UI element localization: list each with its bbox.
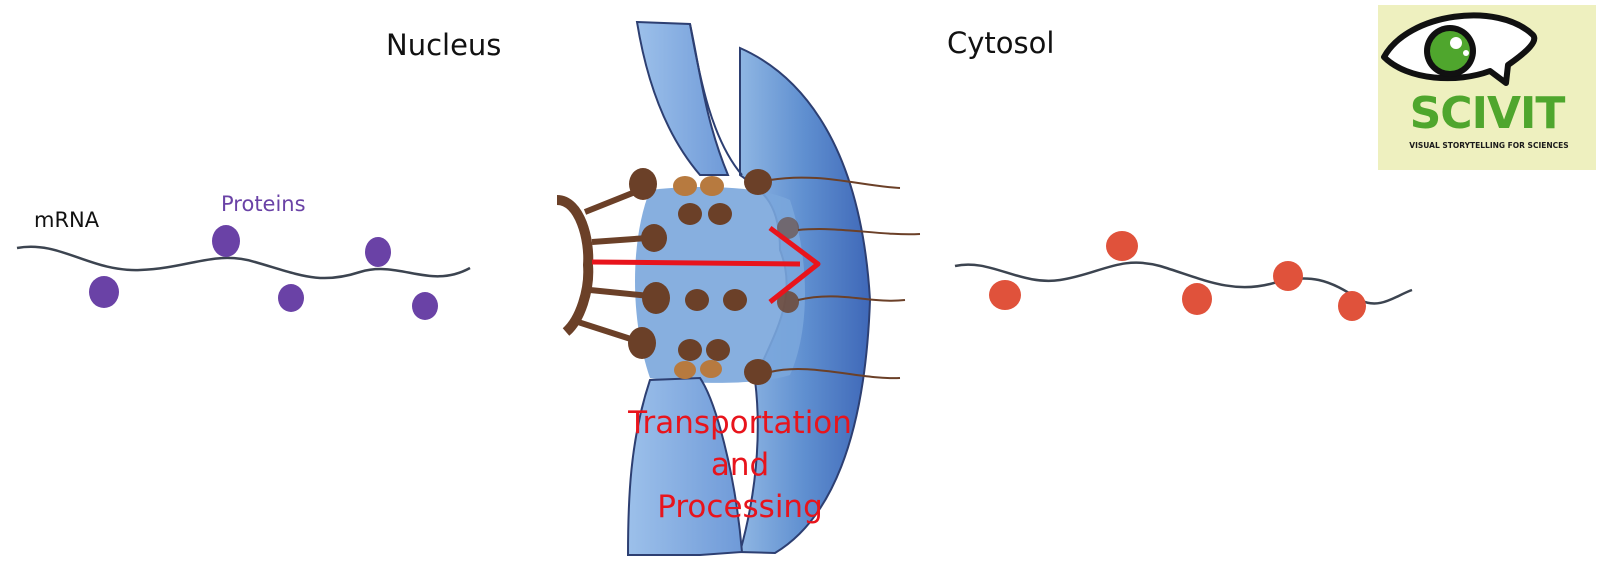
protein-cytosol [1106,231,1138,261]
mrna-strand-nucleus [16,245,471,280]
pore-ring [700,360,722,378]
pore-subunit [777,291,799,313]
protein-group-nucleus [89,225,438,320]
pore-subunit [708,203,732,225]
protein-cytosol [989,280,1021,310]
mrna-label: mRNA [34,208,100,232]
cytosol-label: Cytosol [947,26,1055,60]
membrane-upper-left [635,20,730,176]
logo-name: SCIVIT [1409,88,1566,139]
cytoplasmic-filament [769,176,901,189]
pore-subunit [723,289,747,311]
pore-subunit [685,289,709,311]
pore-subunit [678,339,702,361]
pore-filament [589,287,651,299]
cytoplasmic-filament [769,368,901,380]
nuclear-envelope [626,20,872,556]
protein-nucleus [278,284,304,312]
protein-cytosol [1273,261,1303,291]
protein-group-cytosol [989,231,1366,321]
proteins-label: Proteins [221,192,306,216]
pore-subunit [744,359,772,385]
protein-cytosol [1338,291,1366,321]
pore-filament [583,187,642,215]
protein-nucleus [365,237,391,267]
protein-nucleus [89,276,119,308]
transport-arrow [591,226,821,304]
pore-subunit [641,224,667,252]
pore-subunit [706,339,730,361]
protein-cytosol [1182,283,1212,315]
pore-subunit [744,169,772,195]
pore-ring [673,176,697,196]
cytoplasmic-filament [797,228,921,236]
logo-tagline: VISUAL STORYTELLING FOR SCIENCES [1409,141,1569,150]
process-label: Transportation and Processing [600,402,880,528]
scivit-logo: SCIVIT VISUAL STORYTELLING FOR SCIENCES [1378,5,1596,170]
pore-subunit [642,282,670,314]
pore-subunit [629,168,657,200]
pore-subunit [628,327,656,359]
pore-ring [674,361,696,379]
pore-ring [700,176,724,196]
membrane-lower-left [626,376,744,556]
cytoplasmic-filament [797,295,906,302]
nuclear-pore-complex [556,168,921,385]
process-label-line: Processing [657,489,823,525]
protein-nucleus [412,292,438,320]
nucleus-label: Nucleus [386,28,502,62]
membrane-edge [689,23,743,176]
process-label-line: Transportation and [628,405,852,483]
pore-filament [591,235,649,245]
pore-subunit [678,203,702,225]
protein-nucleus [212,225,240,257]
pore-basket [556,195,594,336]
eye-icon [1381,12,1538,86]
membrane-center [635,187,805,383]
pore-subunit [777,217,799,239]
